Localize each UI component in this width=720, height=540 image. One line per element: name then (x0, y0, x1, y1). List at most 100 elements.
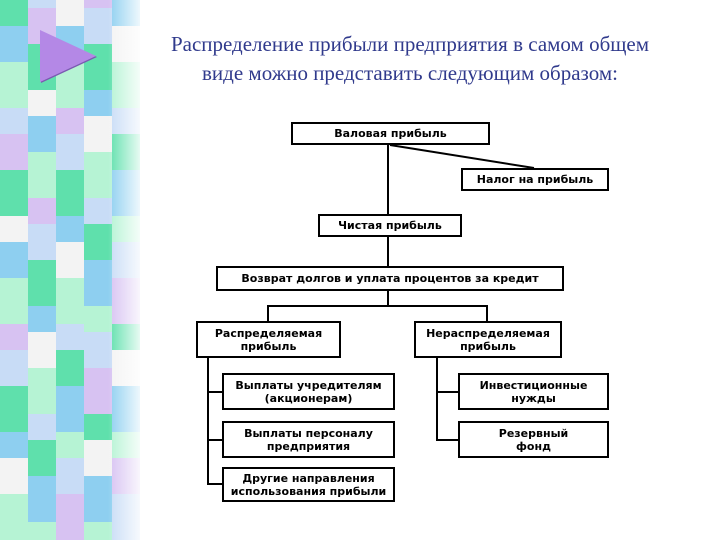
connector-right-trunk (436, 357, 438, 441)
mosaic-tile (84, 522, 112, 540)
mosaic-tile (56, 170, 84, 216)
connector-to-reserve (436, 439, 458, 441)
mosaic-tile (84, 90, 112, 116)
mosaic-tile (56, 242, 84, 278)
mosaic-tile (84, 368, 112, 414)
undistributed-profit-box: Нераспределяемая прибыль (414, 321, 562, 358)
mosaic-column (0, 0, 28, 540)
undistributed-profit-label-2: прибыль (460, 339, 516, 353)
connector-left-trunk (207, 357, 209, 484)
reserve-fund-label-2: фонд (516, 439, 551, 453)
mosaic-tile (28, 116, 56, 152)
staff-payments-box: Выплаты персоналу предприятия (222, 421, 395, 458)
staff-payments-label-2: предприятия (266, 439, 351, 453)
undistributed-profit-label-1: Нераспределяемая (426, 326, 550, 340)
strip-fade (108, 0, 140, 540)
distributed-profit-label-1: Распределяемая (214, 326, 323, 340)
mosaic-tile (0, 324, 28, 350)
mosaic-tile (84, 414, 112, 440)
investment-needs-label-2: нужды (511, 391, 556, 405)
mosaic-tile (84, 476, 112, 522)
mosaic-tile (28, 368, 56, 414)
mosaic-tile (0, 134, 28, 170)
other-uses-box: Другие направления использования прибыли (222, 467, 395, 502)
debt-return-box: Возврат долгов и уплата процентов за кре… (216, 266, 564, 291)
mosaic-tile (84, 198, 112, 224)
mosaic-tile (28, 522, 56, 540)
debt-return-label: Возврат долгов и уплата процентов за кре… (241, 272, 539, 285)
connector-to-staff (207, 439, 222, 441)
mosaic-tile (0, 170, 28, 216)
mosaic-tile (84, 306, 112, 332)
connector-debt-horizontal (267, 305, 488, 307)
title-line-1: Распределение прибыли предприятия в само… (170, 32, 650, 56)
connector-to-undistributed (486, 305, 488, 321)
mosaic-tile (28, 440, 56, 476)
mosaic-tile (0, 432, 28, 458)
mosaic-tile (28, 260, 56, 306)
mosaic-tile (0, 278, 28, 324)
gross-profit-label: Валовая прибыль (334, 127, 447, 140)
mosaic-tile (56, 324, 84, 350)
mosaic-tile (0, 350, 28, 386)
mosaic-tile (0, 242, 28, 278)
mosaic-tile (56, 494, 84, 540)
mosaic-tile (0, 0, 28, 26)
mosaic-tile (56, 216, 84, 242)
distributed-profit-label-2: прибыль (240, 339, 297, 353)
founders-payments-box: Выплаты учредителям (акционерам) (222, 373, 395, 410)
founders-payments-label-1: Выплаты учредителям (235, 378, 382, 392)
mosaic-tile (28, 306, 56, 332)
mosaic-tile (0, 386, 28, 432)
reserve-fund-label-1: Резервный (498, 426, 569, 440)
mosaic-tile (28, 224, 56, 260)
title-line-2: виде можно представить следующим образом… (202, 61, 618, 85)
mosaic-tile (0, 108, 28, 134)
mosaic-tile (84, 260, 112, 306)
mosaic-tile (0, 216, 28, 242)
connector-debt-vertical (387, 290, 389, 306)
mosaic-tile (84, 116, 112, 152)
play-triangle-icon (40, 30, 96, 82)
mosaic-tile (56, 432, 84, 458)
profit-tax-box: Налог на прибыль (461, 168, 609, 191)
investment-needs-label-1: Инвестиционные (479, 378, 588, 392)
mosaic-tile (28, 476, 56, 522)
mosaic-tile (56, 108, 84, 134)
mosaic-tile (28, 332, 56, 368)
mosaic-tile (0, 62, 28, 108)
staff-payments-label-1: Выплаты персоналу (244, 426, 373, 440)
mosaic-tile (56, 0, 84, 26)
mosaic-tile (28, 152, 56, 198)
mosaic-tile (84, 152, 112, 198)
mosaic-tile (56, 134, 84, 170)
investment-needs-box: Инвестиционные нужды (458, 373, 609, 410)
mosaic-tile (56, 458, 84, 494)
reserve-fund-box: Резервный фонд (458, 421, 609, 458)
mosaic-tile (28, 90, 56, 116)
distributed-profit-box: Распределяемая прибыль (196, 321, 341, 358)
connector-to-investment (436, 391, 458, 393)
mosaic-tile (0, 458, 28, 494)
mosaic-tile (28, 198, 56, 224)
connector-to-founders (207, 391, 222, 393)
mosaic-tile (28, 414, 56, 440)
mosaic-tile (0, 26, 28, 62)
slide-title: Распределение прибыли предприятия в само… (140, 30, 680, 88)
connector-to-other (207, 483, 222, 485)
connector-to-distributed (267, 305, 269, 321)
connector-gross-to-net (387, 144, 389, 214)
mosaic-tile (56, 350, 84, 386)
mosaic-tile (84, 332, 112, 368)
connector-net-to-debt (387, 236, 389, 266)
founders-payments-label-2: (акционерам) (264, 391, 353, 405)
gross-profit-box: Валовая прибыль (291, 122, 490, 145)
mosaic-tile (84, 224, 112, 260)
net-profit-label: Чистая прибыль (338, 219, 442, 232)
mosaic-tile (84, 0, 112, 8)
other-uses-label-1: Другие направления (242, 471, 375, 485)
mosaic-tile (84, 440, 112, 476)
mosaic-tile (28, 0, 56, 8)
